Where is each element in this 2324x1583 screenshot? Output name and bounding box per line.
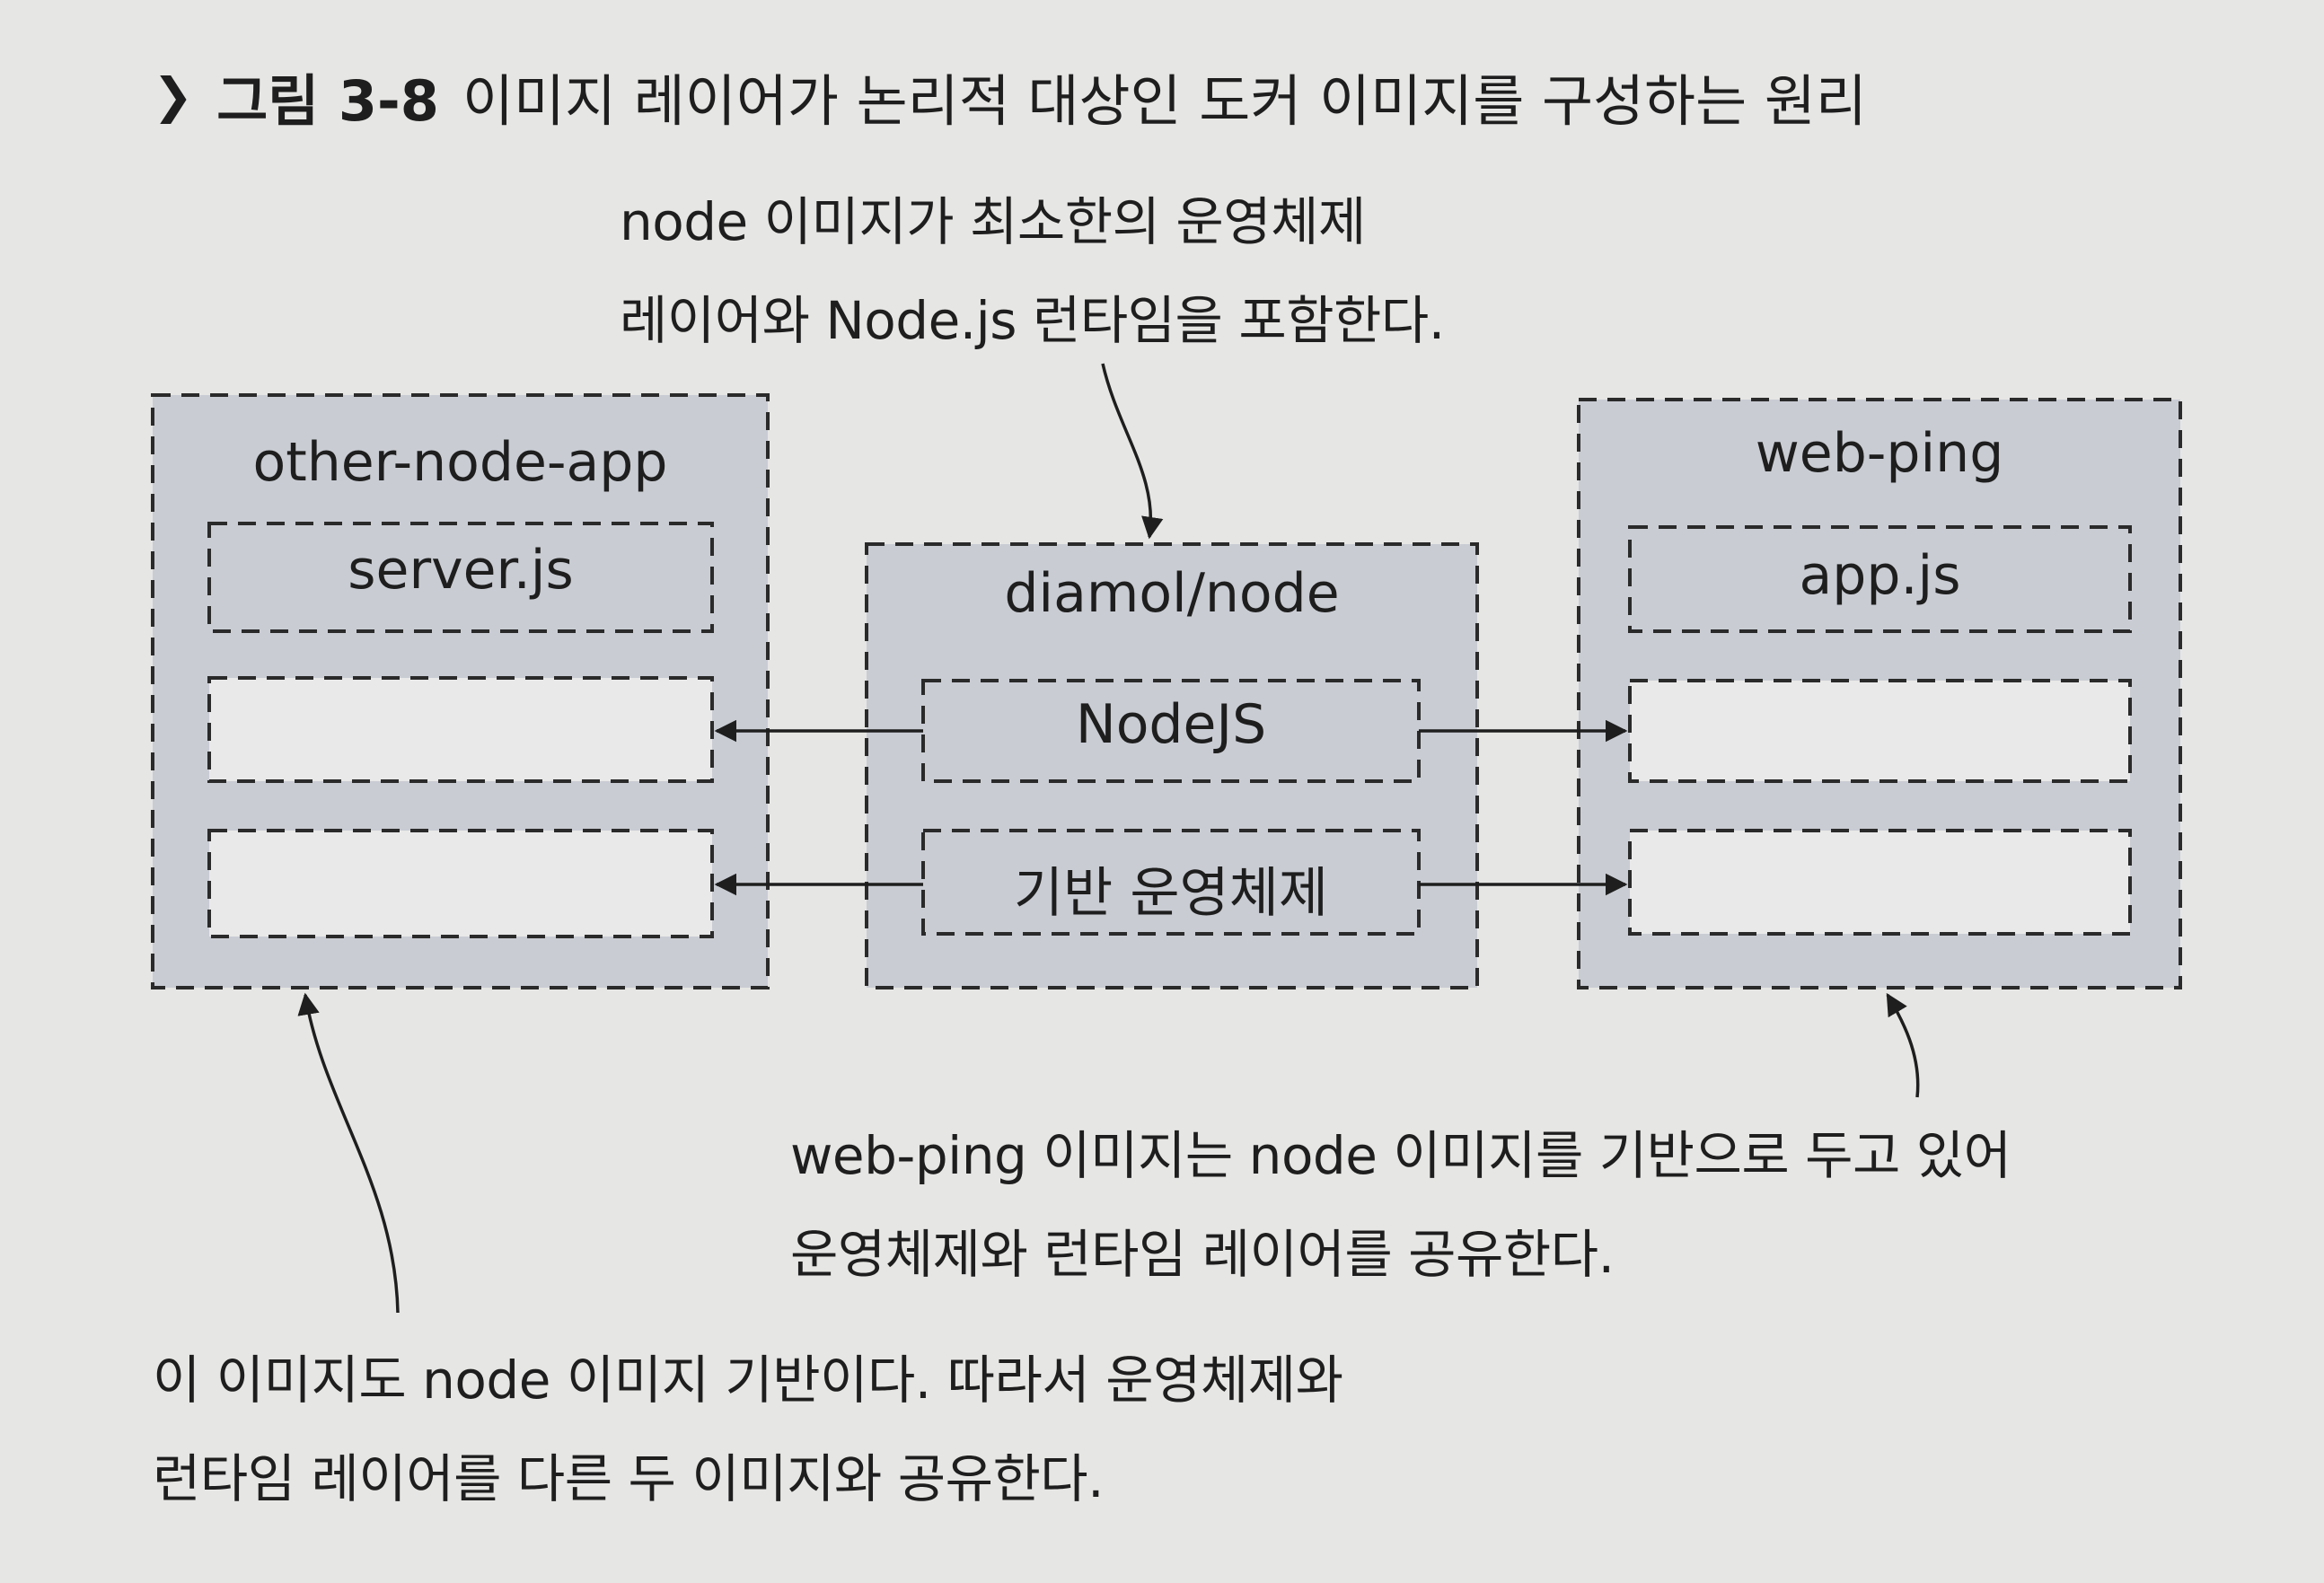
annotation-bottom: 이 이미지도 node 이미지 기반이다. 따라서 운영체제와 런타임 레이어를… (153, 1331, 1343, 1528)
label-nodejs: NodeJS (1075, 693, 1267, 756)
annotation-top-line2: 레이어와 Node.js 런타임을 포함한다. (620, 290, 1445, 351)
figure-caption: ❯ 그림 3-8 이미지 레이어가 논리적 대상인 도커 이미지를 구성하는 원… (153, 56, 1867, 136)
figure-number: 그림 3-8 (216, 68, 439, 134)
layer-base-os (921, 829, 1421, 936)
figure-title: 이미지 레이어가 논리적 대상인 도커 이미지를 구성하는 원리 (462, 68, 1867, 134)
annotation-top-line1: node 이미지가 최소한의 운영체제 (620, 191, 1366, 252)
label-app-js: app.js (1799, 544, 1961, 607)
pointer-bottom-annotation (297, 992, 400, 1314)
annotation-bottom-line1: 이 이미지도 node 이미지 기반이다. 따라서 운영체제와 (153, 1350, 1343, 1411)
annotation-right: web-ping 이미지는 node 이미지를 기반으로 두고 있어 운영체제와… (790, 1106, 2011, 1304)
label-server-js: server.js (348, 539, 574, 602)
layer-app-js (1628, 525, 2132, 633)
image-box-other-node-app (151, 393, 770, 989)
annotation-right-line1: web-ping 이미지는 node 이미지를 기반으로 두고 있어 (790, 1125, 2011, 1186)
layer-runtime-shared-left (207, 676, 714, 783)
label-diamol-node: diamol/node (1004, 562, 1340, 625)
chevron-down-icon: ❯ (153, 67, 194, 124)
layer-os-shared-right (1628, 829, 2132, 936)
annotation-top: node 이미지가 최소한의 운영체제 레이어와 Node.js 런타임을 포함… (620, 172, 1445, 370)
image-box-diamol-node (865, 542, 1479, 989)
layer-nodejs (921, 679, 1421, 783)
label-base-os: 기반 운영체제 (1013, 862, 1329, 925)
image-box-web-ping (1577, 398, 2182, 989)
layer-server-js (207, 522, 714, 633)
annotation-right-line2: 운영체제와 런타임 레이어를 공유한다. (790, 1224, 1615, 1285)
layer-os-shared-left (207, 829, 714, 938)
pointer-top-annotation (1101, 363, 1164, 540)
annotation-bottom-line2: 런타임 레이어를 다른 두 이미지와 공유한다. (153, 1448, 1105, 1509)
label-other-node-app: other-node-app (252, 431, 668, 494)
label-web-ping: web-ping (1755, 422, 2004, 485)
layer-runtime-shared-right (1628, 679, 2132, 783)
pointer-right-annotation (1886, 992, 1920, 1098)
